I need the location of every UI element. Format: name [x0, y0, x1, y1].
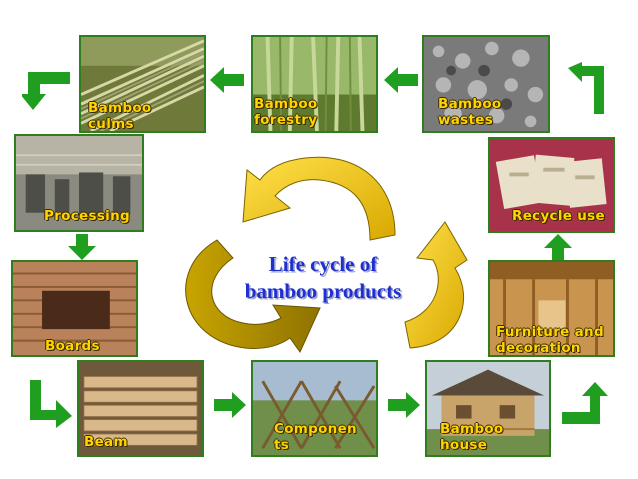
label-recycle-use: Recycle use [512, 208, 605, 224]
tile-bamboo-wastes [422, 35, 550, 133]
arrow-elbow-bottom-left [30, 380, 72, 428]
components-image [253, 362, 376, 455]
processing-image [16, 136, 142, 230]
beam-image [79, 362, 202, 455]
tile-components [251, 360, 378, 457]
tile-bamboo-culms [79, 35, 206, 133]
tile-processing [14, 134, 144, 232]
tile-furniture-decoration [488, 260, 615, 357]
bamboo-house-image [427, 362, 549, 455]
arrow-right-components-to-house [388, 392, 420, 418]
label-bamboo-house: Bamboo house [440, 421, 504, 453]
arrow-down-processing-to-boards [68, 234, 96, 260]
recycle-use-image [490, 139, 613, 231]
tile-bamboo-forestry [251, 35, 378, 133]
arrow-left-forestry-to-culms [210, 67, 244, 93]
bamboo-wastes-image [424, 37, 548, 131]
cycle-arrow-left [185, 239, 321, 353]
label-bamboo-wastes: Bamboo wastes [438, 96, 502, 128]
arrow-elbow-top-left [22, 72, 70, 110]
bamboo-forestry-image [253, 37, 376, 131]
tile-beam [77, 360, 204, 457]
diagram-title: Life cycle of bamboo products [244, 252, 402, 303]
tile-recycle-use [488, 137, 615, 233]
arrow-elbow-bottom-right [562, 382, 608, 424]
arrow-right-beam-to-components [214, 392, 246, 418]
label-furniture-decoration: Furniture and decoration [496, 324, 604, 356]
arrow-left-wastes-to-forestry [384, 67, 418, 93]
cycle-arrow-right [404, 221, 468, 349]
label-bamboo-forestry: Bamboo forestry [254, 96, 318, 128]
cycle-arrows-graphic [185, 156, 468, 353]
boards-image [13, 262, 136, 355]
label-beam: Beam [84, 434, 128, 450]
label-components: Componen ts [274, 421, 357, 453]
bamboo-culms-image [81, 37, 204, 131]
arrow-up-furniture-to-recycle [544, 234, 572, 260]
label-bamboo-culms: Bamboo culms [88, 100, 152, 132]
tile-bamboo-house [425, 360, 551, 457]
arrow-elbow-top-right [568, 62, 604, 114]
furniture-decoration-image [490, 262, 613, 355]
cycle-arrow-top [242, 156, 396, 241]
label-boards: Boards [45, 338, 100, 354]
label-processing: Processing [44, 208, 130, 224]
tile-boards [11, 260, 138, 357]
